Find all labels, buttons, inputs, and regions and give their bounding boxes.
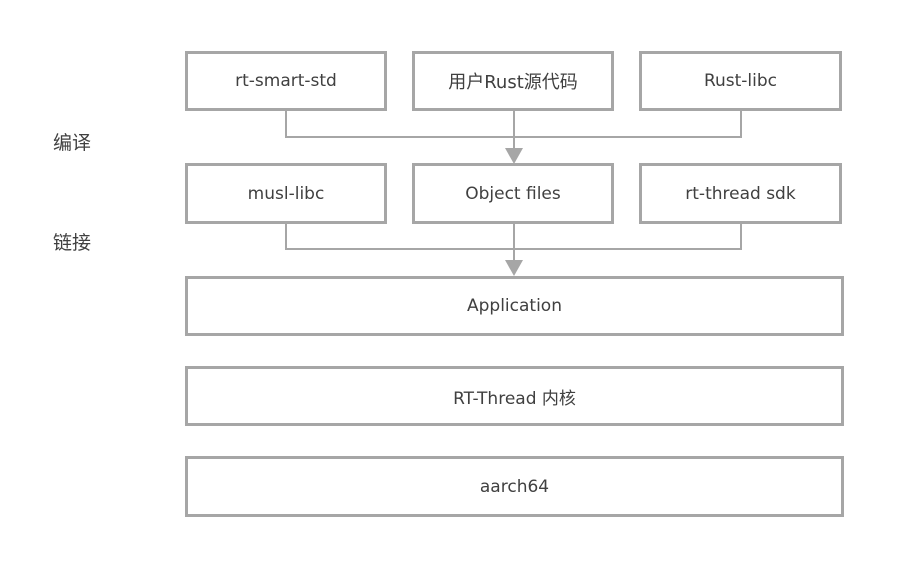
compile-arrow-icon xyxy=(505,148,523,164)
link-arrow-icon xyxy=(505,260,523,276)
rt-thread-sdk-box: rt-thread sdk xyxy=(639,163,842,224)
compile-stage-label: 编译 xyxy=(53,132,92,154)
compile-connectors xyxy=(285,110,742,150)
object-files-box: Object files xyxy=(412,163,614,224)
user-rust-source-box: 用户Rust源代码 xyxy=(412,51,614,111)
rt-smart-std-box: rt-smart-std xyxy=(185,51,387,111)
aarch64-layer: aarch64 xyxy=(185,456,844,517)
rt-thread-kernel-layer: RT-Thread 内核 xyxy=(185,366,844,426)
application-layer: Application xyxy=(185,276,844,336)
link-stage-label: 链接 xyxy=(53,232,92,254)
link-connectors xyxy=(285,223,742,262)
musl-libc-box: musl-libc xyxy=(185,163,387,224)
rust-libc-box: Rust-libc xyxy=(639,51,842,111)
